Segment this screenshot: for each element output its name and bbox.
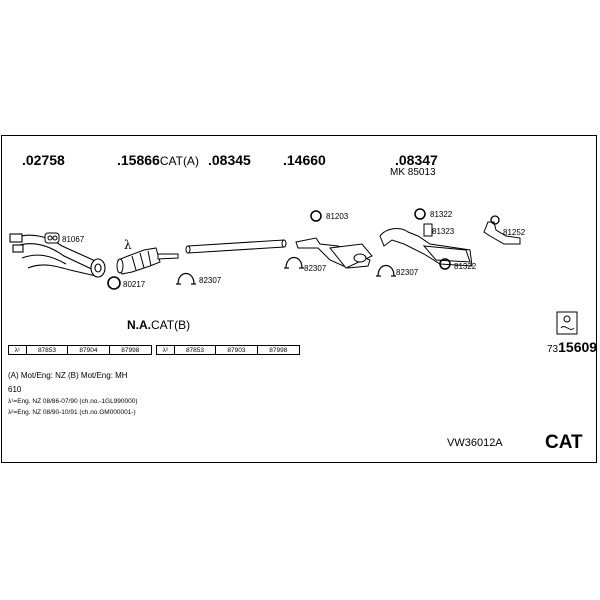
catalog-number-main: 15609	[558, 339, 598, 355]
part-label-81252: 81252	[503, 228, 526, 237]
intermediate-pipe-icon	[185, 239, 287, 254]
tail-pipe-icon	[483, 215, 521, 245]
catalytic-converter-icon	[116, 247, 179, 275]
model-code: VW36012A	[447, 437, 503, 449]
part-label-82307-c: 82307	[396, 268, 419, 277]
lambda1-table-cell: 87998	[121, 346, 140, 354]
note-line-2: 610	[8, 385, 22, 394]
lambda1-table-cell: 87904	[68, 346, 110, 354]
lambda1-table: λ¹ 87853 87904 87998	[8, 345, 152, 355]
note-line-1: (A) Mot/Eng: NZ (B) Mot/Eng: MH	[8, 371, 128, 380]
part-label-80217: 80217	[123, 280, 146, 289]
part-label-81203: 81203	[326, 212, 349, 221]
lambda2-table-cell: λ²	[157, 346, 175, 354]
lambda2-table-cell: 87998	[269, 346, 288, 354]
part-number-02758: .02758	[22, 152, 65, 168]
part-label-81322-b: 81322	[454, 262, 477, 271]
cat-label: CAT	[545, 432, 583, 453]
lambda-symbol: λ	[124, 238, 132, 252]
gasket-icon	[44, 232, 60, 244]
part-number-08345: .08345	[208, 152, 251, 168]
lambda2-table: λ² 87853 87903 87998	[156, 345, 300, 355]
part-label-81067: 81067	[62, 235, 85, 244]
center-silencer-icon	[295, 210, 373, 269]
catalog-number: 7315609	[547, 339, 598, 355]
note-line-4: λ²=Eng. NZ 08/90-10/91 (ch.no.GM000001-)	[8, 409, 136, 416]
exhaust-manifold-icon	[9, 233, 106, 278]
na-cat-label: N.A.CAT(B)	[127, 318, 191, 332]
ring-icon	[107, 276, 121, 290]
part-label-82307-a: 82307	[199, 276, 222, 285]
diagram-frame	[1, 135, 597, 463]
part-label-81323: 81323	[432, 227, 455, 236]
mk-label: MK 85013	[390, 167, 436, 178]
part-number-15866: .15866CAT(A)	[117, 152, 199, 168]
part-label-82307-b: 82307	[304, 264, 327, 273]
lambda2-table-cell: 87903	[216, 346, 258, 354]
mounting-kit-icon	[556, 311, 578, 335]
lambda2-table-cell: 87853	[175, 346, 217, 354]
part-label-81322-a: 81322	[430, 210, 453, 219]
part-number-08347: .08347	[395, 152, 438, 168]
rear-silencer-icon	[379, 208, 473, 270]
part-number-14660: .14660	[283, 152, 326, 168]
clamp-icon-3	[376, 264, 396, 277]
lambda1-table-cell: λ¹	[9, 346, 27, 354]
lambda1-table-cell: 87853	[27, 346, 69, 354]
clamp-icon-2	[284, 256, 304, 269]
note-line-3: λ¹=Eng. NZ 08/86-07/90 (ch.no.-1GL990000…	[8, 398, 138, 405]
na-cat-suffix: CAT(B)	[151, 318, 191, 332]
part-number-15866-suffix: CAT(A)	[159, 154, 199, 168]
clamp-icon	[176, 272, 196, 285]
